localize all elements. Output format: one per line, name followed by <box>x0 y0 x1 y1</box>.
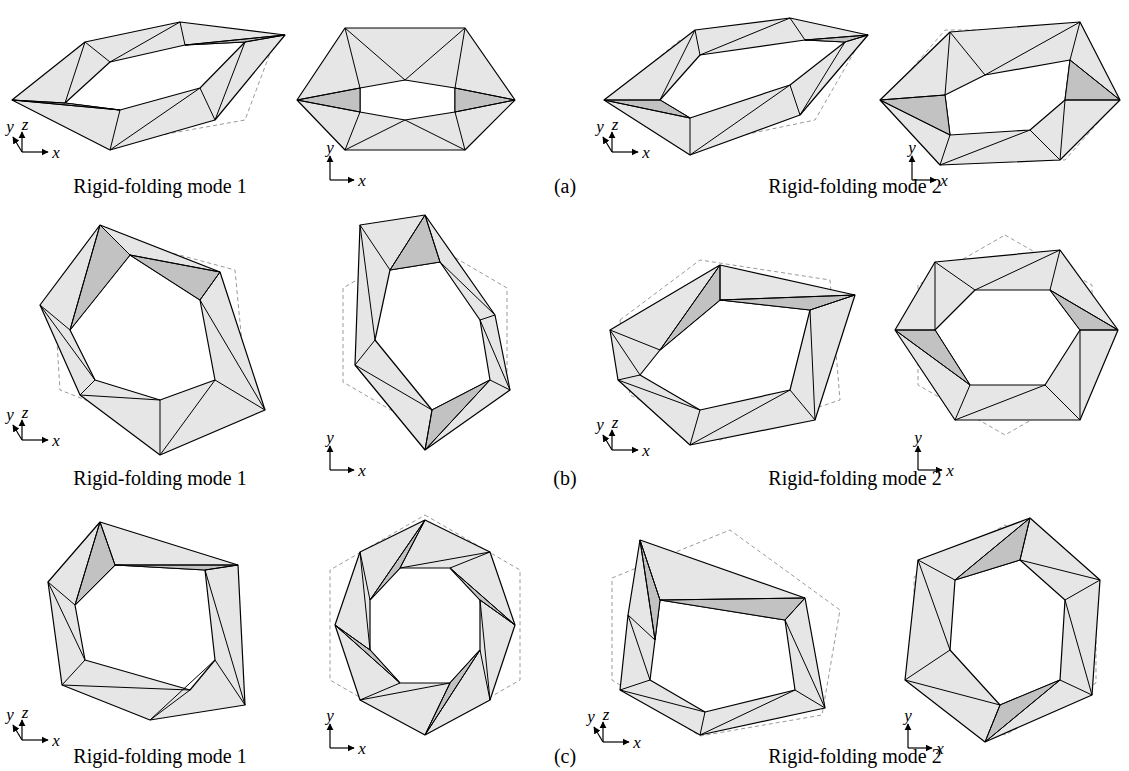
axis-label: y <box>596 416 604 433</box>
panel-caption: Rigid-folding mode 1 <box>73 746 246 766</box>
axis-label: y <box>6 406 14 423</box>
panel-caption: Rigid-folding mode 1 <box>73 468 246 488</box>
axis-label: x <box>52 432 60 449</box>
panel-caption: Rigid-folding mode 1 <box>73 176 246 196</box>
axis-label: x <box>642 442 650 459</box>
axis-label: z <box>612 116 619 133</box>
axis-label: z <box>22 404 29 421</box>
axis-label: z <box>22 116 29 133</box>
axis-arrows <box>13 132 942 748</box>
panel-caption: Rigid-folding mode 2 <box>768 176 941 196</box>
axis-label: y <box>326 429 334 446</box>
axis-label: y <box>6 706 14 723</box>
panel-caption: Rigid-folding mode 2 <box>768 746 941 766</box>
axis-label: y <box>914 429 922 446</box>
panel-tag: (b) <box>553 468 576 488</box>
axis-label: x <box>52 732 60 749</box>
axis-label: z <box>612 414 619 431</box>
panel-caption: Rigid-folding mode 2 <box>768 468 941 488</box>
axis-label: x <box>633 734 641 751</box>
panel-tag: (c) <box>554 746 576 766</box>
axis-label: x <box>52 144 60 161</box>
axis-label: x <box>358 172 366 189</box>
axis-label: y <box>596 118 604 135</box>
axis-label: x <box>358 740 366 757</box>
axis-label: y <box>6 118 14 135</box>
axis-label: y <box>908 139 916 156</box>
axis-label: x <box>946 462 954 479</box>
axis-label: z <box>22 704 29 721</box>
axis-label: z <box>603 706 610 723</box>
axis-label: y <box>904 707 912 724</box>
axis-label: x <box>358 462 366 479</box>
panel-tag: (a) <box>554 176 576 196</box>
axis-label: y <box>326 139 334 156</box>
axis-label: y <box>587 708 595 725</box>
axis-label: y <box>326 707 334 724</box>
axis-label: x <box>642 144 650 161</box>
